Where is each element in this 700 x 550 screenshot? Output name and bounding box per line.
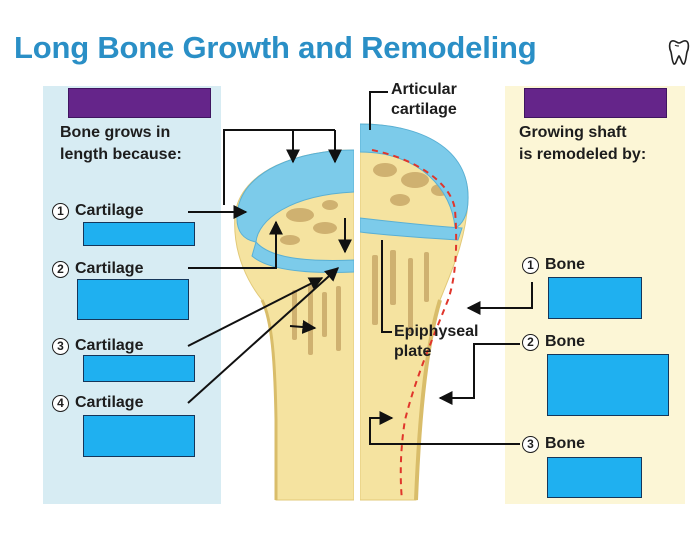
articular-label-line2: cartilage	[391, 101, 457, 118]
bone-left-half	[234, 149, 355, 501]
epiphyseal-label-line2: plate	[394, 343, 432, 360]
spongy-bone-left	[280, 200, 341, 355]
arrow-bone-2	[438, 343, 520, 405]
answer-box-cartilage-4[interactable]	[83, 415, 195, 457]
epiphyseal-pointer	[381, 240, 392, 333]
answer-box-cartilage-3[interactable]	[83, 355, 195, 382]
spongy-bone-right	[372, 163, 449, 333]
articular-cartilage-label: Articular cartilage	[391, 80, 457, 120]
number-badge: 2	[522, 333, 539, 351]
top-bracket	[223, 129, 335, 205]
left-heading-line2: length because:	[60, 146, 182, 163]
section-gap	[354, 120, 360, 505]
bone-right-half	[359, 123, 469, 501]
articular-pointer	[369, 91, 388, 130]
left-item-1: 1 Cartilage	[52, 202, 143, 220]
right-item-label: Bone	[545, 435, 585, 452]
left-heading-line1: Bone grows in	[60, 124, 171, 141]
left-item-4: 4 Cartilage	[52, 394, 143, 412]
epiphyseal-label-line1: Epiphyseal	[394, 323, 479, 340]
answer-box-cartilage-2[interactable]	[77, 279, 189, 320]
left-heading-drop-target[interactable]	[68, 88, 211, 118]
right-heading-drop-target[interactable]	[524, 88, 667, 118]
left-item-label: Cartilage	[75, 394, 144, 411]
page-title: Long Bone Growth and Remodeling	[14, 30, 537, 65]
answer-box-cartilage-1[interactable]	[83, 222, 195, 246]
left-item-3: 3 Cartilage	[52, 337, 143, 355]
tooth-icon	[668, 38, 690, 66]
pointer-lines	[187, 91, 533, 445]
number-badge: 3	[52, 337, 69, 355]
right-item-label: Bone	[545, 333, 585, 350]
left-item-label: Cartilage	[75, 202, 144, 219]
remodeling-line	[371, 149, 458, 501]
left-item-label: Cartilage	[75, 337, 144, 354]
arrow-cartilage-3	[187, 277, 324, 347]
right-panel-heading: Growing shaft is remodeled by:	[519, 122, 646, 166]
left-panel-heading: Bone grows in length because:	[60, 122, 182, 166]
right-heading-line1: Growing shaft	[519, 124, 627, 141]
right-item-label: Bone	[545, 256, 585, 273]
number-badge: 1	[52, 202, 69, 220]
number-badge: 1	[522, 256, 539, 274]
number-badge: 3	[522, 435, 539, 453]
arrow-bone-3	[369, 411, 520, 445]
number-badge: 2	[52, 260, 69, 278]
right-item-2: 2 Bone	[522, 333, 585, 351]
right-heading-line2: is remodeled by:	[519, 146, 647, 163]
right-item-3: 3 Bone	[522, 435, 585, 453]
answer-box-bone-3[interactable]	[547, 457, 642, 498]
arrow-cartilage-4	[187, 267, 340, 404]
answer-box-bone-2[interactable]	[547, 354, 669, 416]
number-badge: 4	[52, 394, 69, 412]
answer-box-bone-1[interactable]	[548, 277, 642, 319]
left-item-2: 2 Cartilage	[52, 260, 143, 278]
arrow-cartilage-2	[188, 220, 283, 269]
articular-label-line1: Articular	[391, 81, 457, 98]
right-item-1: 1 Bone	[522, 256, 585, 274]
left-item-label: Cartilage	[75, 260, 144, 277]
arrow-bone-1	[466, 282, 533, 315]
epiphyseal-plate-label: Epiphyseal plate	[394, 322, 478, 362]
